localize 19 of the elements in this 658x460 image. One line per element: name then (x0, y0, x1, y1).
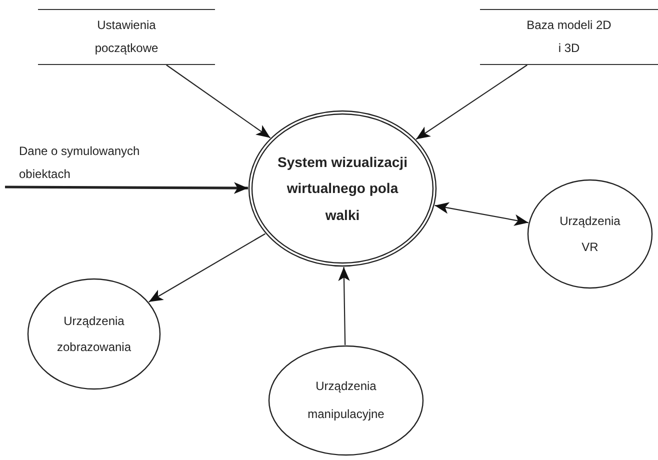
external-entity-ellipse (268, 345, 424, 456)
arrow (338, 266, 350, 346)
node-label: Urządzenia zobrazowania (56, 312, 132, 356)
node-label: Urządzenia manipulacyjne (306, 378, 386, 422)
process-ellipse (248, 110, 437, 267)
arrow (148, 233, 266, 302)
data-store (480, 9, 658, 65)
node-label: Dane o symulowanych obiektach (18, 143, 141, 183)
arrow (434, 202, 528, 226)
node-label: Ustawienia początkowe (94, 17, 160, 57)
external-entity-ellipse (527, 179, 653, 289)
node-label: Baza modeli 2D i 3D (526, 17, 612, 57)
external-entity-ellipse (27, 278, 161, 390)
arrow (416, 64, 528, 140)
node-label: System wizualizacji wirtualnego pola walki (278, 152, 408, 225)
arrow (5, 182, 248, 194)
node-label: Urządzenia VR (558, 212, 622, 256)
data-store (38, 9, 215, 65)
arrow (166, 64, 271, 138)
